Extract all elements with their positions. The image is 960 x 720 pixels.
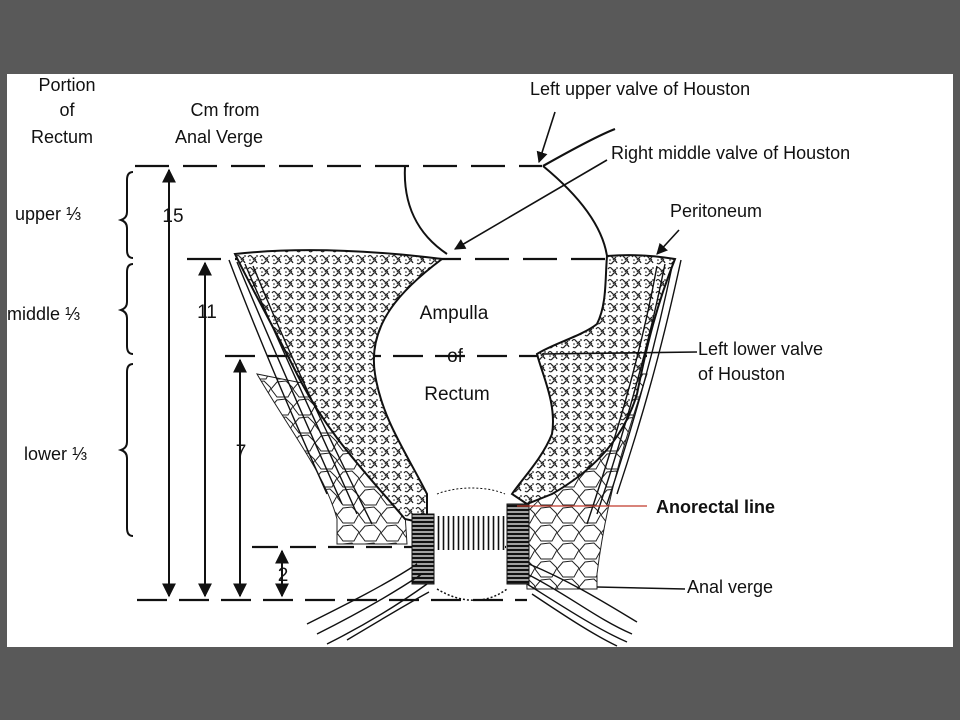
left-upper-valve-label: Left upper valve of Houston (530, 79, 750, 99)
measure-11-label: 11 (197, 302, 217, 323)
anal-verge-label: Anal verge (687, 577, 773, 597)
measure-2-label: 2 (278, 565, 289, 586)
portion-middle-label: middle ⅓ (7, 304, 80, 324)
pointer-peritoneum (656, 229, 680, 255)
header-cm-line1: Cm from (191, 100, 260, 120)
upper-fold-curve (403, 165, 448, 255)
portion-lower-label: lower ⅓ (24, 444, 87, 464)
pointer-right-middle-valve (454, 159, 608, 250)
ampulla-label: Ampulla (420, 303, 489, 324)
header-portion-line3: Rectum (31, 127, 93, 147)
pointer-left-upper-valve (536, 111, 556, 164)
rectum-anatomy (228, 127, 682, 647)
muscle-fibers (228, 259, 682, 525)
brace-upper (117, 171, 134, 259)
anal-canal-top (436, 487, 506, 495)
external-sphincter (306, 563, 638, 647)
left-lower-valve-label-line1: Left lower valve (698, 339, 823, 359)
portion-upper-label: upper ⅓ (15, 204, 81, 224)
callout-pointers (454, 111, 698, 590)
right-upper-curve (542, 165, 608, 257)
of-label: of (447, 346, 464, 367)
right-rectal-wall (510, 254, 677, 506)
portion-braces (117, 171, 134, 537)
anal-columns (435, 516, 505, 550)
header-portion-line2: of (59, 100, 75, 120)
left-anal-canal-wall (411, 513, 435, 585)
right-middle-valve-label: Right middle valve of Houston (611, 143, 850, 163)
brace-middle (117, 263, 134, 355)
header-portion-line1: Portion (38, 75, 95, 95)
peritoneum-label: Peritoneum (670, 201, 762, 221)
pointer-anal-verge (596, 586, 686, 590)
anorectal-line-label: Anorectal line (656, 497, 775, 517)
diagram-panel: Portion of Rectum Cm from Anal Verge upp… (7, 74, 953, 647)
left-rectal-wall (233, 249, 445, 526)
left-lower-valve-label-line2: of Houston (698, 364, 785, 384)
rectum-label: Rectum (424, 384, 489, 405)
pointer-left-lower-valve (541, 351, 698, 355)
rectum-diagram: Portion of Rectum Cm from Anal Verge upp… (7, 75, 850, 647)
right-anal-canal-wall (506, 503, 530, 585)
anal-canal-bottom (436, 588, 508, 601)
measure-15-label: 15 (162, 206, 183, 227)
peritoneum-curve (542, 127, 616, 167)
measure-arrows (162, 168, 289, 598)
brace-lower (117, 363, 134, 537)
measure-7-label: 7 (236, 442, 247, 463)
header-cm-line2: Anal Verge (175, 127, 263, 147)
